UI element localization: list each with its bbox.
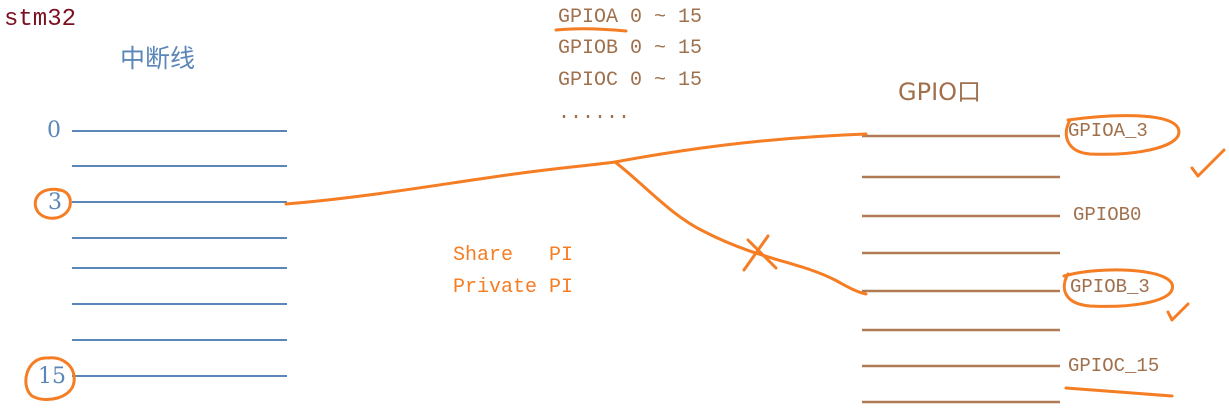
gpio-list-ellipsis: ......: [558, 102, 631, 125]
diagram-title: stm32: [4, 6, 77, 33]
cross-mark: [742, 234, 770, 272]
share-pi-label: Share PI: [453, 244, 574, 267]
cross-mark: [746, 238, 778, 270]
private-pi-label: Private PI: [453, 276, 574, 299]
gpio-list-item: GPIOB 0 ~ 15: [558, 37, 703, 60]
check-mark: [1190, 148, 1226, 178]
hand-annotations: [24, 27, 1226, 401]
connection-line-gpioa3: [284, 132, 868, 206]
interrupt-line-label-3: 3: [48, 190, 62, 215]
circle-mark: [1064, 114, 1181, 156]
gpio-list-item: GPIOA 0 ~ 15: [558, 6, 703, 29]
circle-mark: [1062, 268, 1174, 308]
gpio-label-gpiob3: GPIOB_3: [1070, 276, 1150, 298]
circle-mark: [33, 187, 72, 220]
connection-line-gpiob3: [613, 160, 868, 296]
interrupt-line-label-15: 15: [38, 364, 66, 389]
underline-mark: [554, 27, 628, 33]
check-mark: [1166, 302, 1190, 322]
gpio-port-title: GPIO口: [898, 78, 982, 106]
interrupt-lines-title: 中断线: [120, 44, 196, 73]
gpio-lines: [862, 134, 1060, 404]
gpio-label-gpioa3: GPIOA_3: [1068, 120, 1148, 142]
circle-mark: [24, 356, 76, 401]
interrupt-lines: [72, 130, 287, 377]
gpio-list-item: GPIOC 0 ~ 15: [558, 69, 703, 92]
gpio-label-gpioc15: GPIOC_15: [1068, 355, 1160, 377]
interrupt-line-label-0: 0: [47, 118, 61, 143]
gpio-label-gpiob0: GPIOB0: [1073, 204, 1142, 226]
underline-mark: [1064, 386, 1174, 398]
